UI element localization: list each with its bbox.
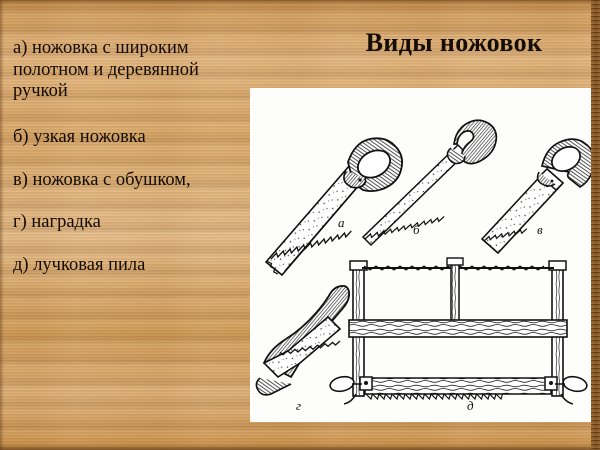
figure-a-wide-handsaw: а <box>264 137 404 277</box>
list-item: г) наградка <box>13 212 101 233</box>
figure-label-v: в <box>537 222 543 237</box>
list-item: а) ножовка с широким полотном и деревянн… <box>13 38 199 102</box>
figure-label-a: а <box>338 215 345 230</box>
list-item: б) узкая ножовка <box>13 126 146 147</box>
slide-top-edge <box>0 0 600 4</box>
page-title: Виды ножовок <box>365 28 543 57</box>
figure-v-back-saw: в <box>480 138 592 255</box>
list-item: в) ножовка с обушком, <box>13 169 191 190</box>
figure-g-grooving-saw: г <box>255 284 351 413</box>
illustration-panel: а б <box>250 88 592 422</box>
figure-label-g: г <box>296 398 301 413</box>
slide-bottom-edge <box>0 445 600 450</box>
saw-types-diagram: а б <box>255 119 592 413</box>
slide-right-edge <box>591 0 600 450</box>
slide-left-edge <box>0 0 4 450</box>
figure-label-d: д <box>467 398 474 413</box>
figure-d-bow-saw: д <box>329 257 588 413</box>
figure-label-b: б <box>413 222 420 237</box>
list-item: д) лучковая пила <box>13 254 146 275</box>
figure-b-narrow-handsaw: б <box>361 119 498 247</box>
saw-types-list: а) ножовка с широким полотном и деревянн… <box>13 38 245 297</box>
